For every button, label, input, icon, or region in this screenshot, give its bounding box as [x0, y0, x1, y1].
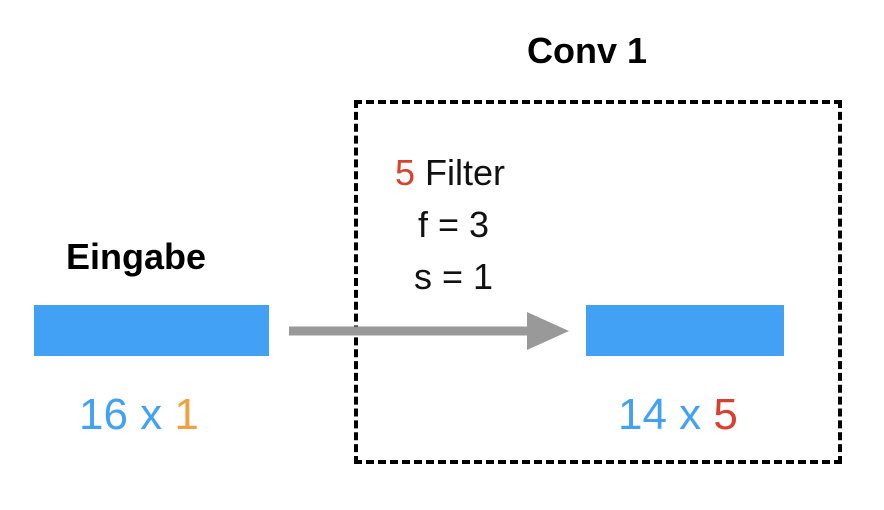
input-bar — [34, 305, 269, 356]
arrow-icon — [289, 312, 569, 350]
stride-label: s = 1 — [414, 256, 494, 297]
conv-layer-box — [354, 100, 842, 464]
input-dim-sep: x — [127, 390, 175, 439]
input-size: 16 — [79, 390, 128, 439]
input-depth: 1 — [174, 390, 199, 439]
output-dim-sep: x — [666, 390, 714, 439]
filter-count: 5 — [395, 152, 416, 193]
output-dimensions: 14 x 5 — [618, 390, 738, 440]
arrow-head — [527, 312, 569, 350]
input-dimensions: 16 x 1 — [79, 390, 199, 440]
conv-layer-title: Conv 1 — [527, 30, 648, 71]
filter-count-label: 5 Filter — [395, 152, 505, 194]
output-size: 14 — [618, 390, 667, 439]
input-title: Eingabe — [66, 236, 207, 277]
filter-word: Filter — [415, 152, 506, 193]
output-depth: 5 — [713, 390, 738, 439]
output-bar — [586, 305, 784, 356]
filter-size-label: f = 3 — [418, 204, 490, 245]
